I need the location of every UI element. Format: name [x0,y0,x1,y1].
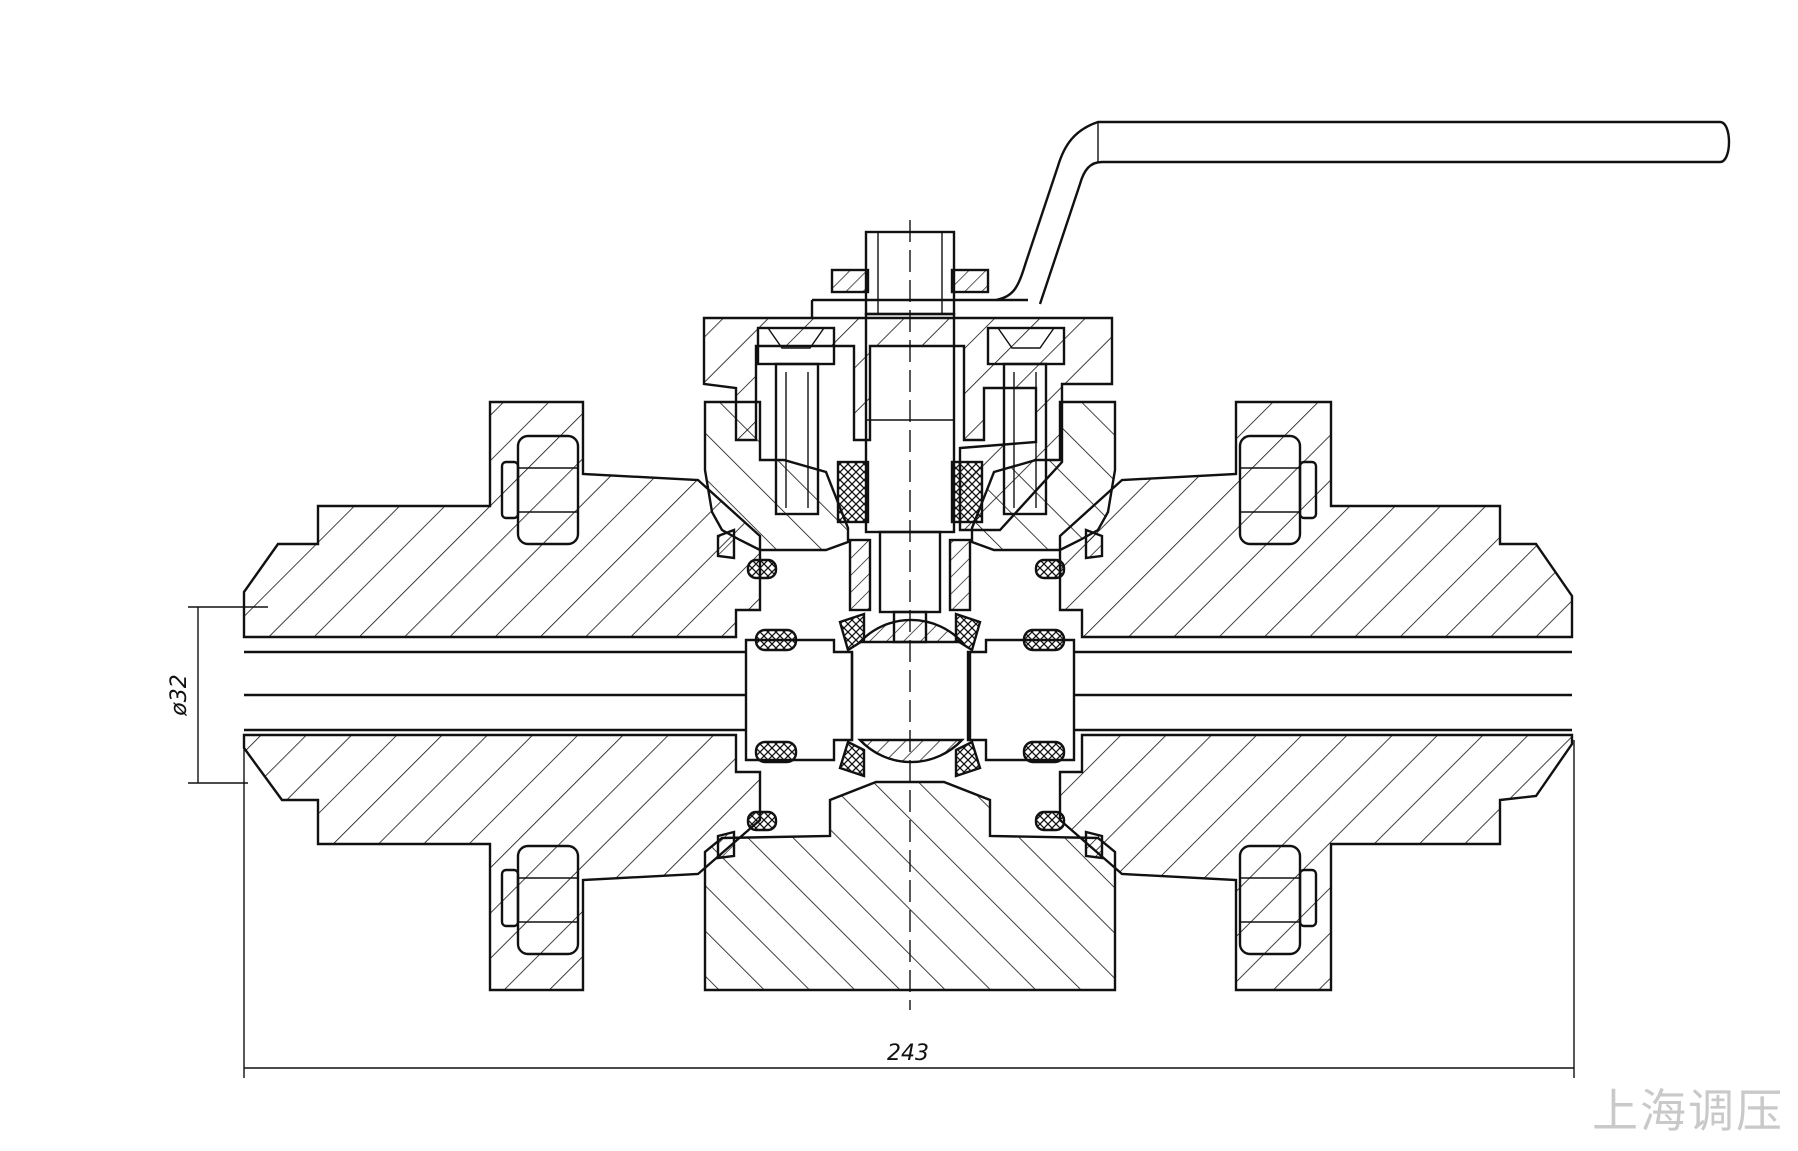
watermark-text: 上海调压 [1592,1084,1784,1138]
left-end-connection-lower [242,733,762,992]
bore-diameter-label: ø32 [167,674,192,716]
right-cap-screw [986,326,1066,516]
hex-nut-upper-right [1238,434,1318,546]
overall-length-label: 243 [887,1041,929,1066]
stem-nut-left [830,268,870,294]
packing-right [950,460,984,524]
gland-bushing-left [848,538,872,612]
handle-base [810,298,1028,318]
left-cap-screw [756,326,836,516]
dimension-bore-diameter: ø32 [167,606,268,784]
hex-nut-upper-left [500,434,580,546]
stem-nut-right [950,268,990,294]
gland-bushing-right [948,538,972,612]
o-rings [716,528,1104,860]
flow-bore [244,650,1572,732]
ball [850,618,972,764]
right-end-connection-upper [1058,400,1574,639]
packing-left [836,460,870,524]
left-end-connection-upper [242,400,762,639]
seat-seal-ur [1022,628,1066,652]
hex-nut-lower-left [500,844,580,956]
dimension-overall-length: 243 [243,740,1575,1078]
hex-nut-lower-right [1238,844,1318,956]
seat-seal-lr [1022,740,1066,764]
right-end-connection-lower [1058,733,1574,992]
bonnet-flange [702,316,1114,532]
handle-lever [995,120,1731,305]
seat-seal-ul [754,628,798,652]
seat-seal-ll [754,740,798,764]
